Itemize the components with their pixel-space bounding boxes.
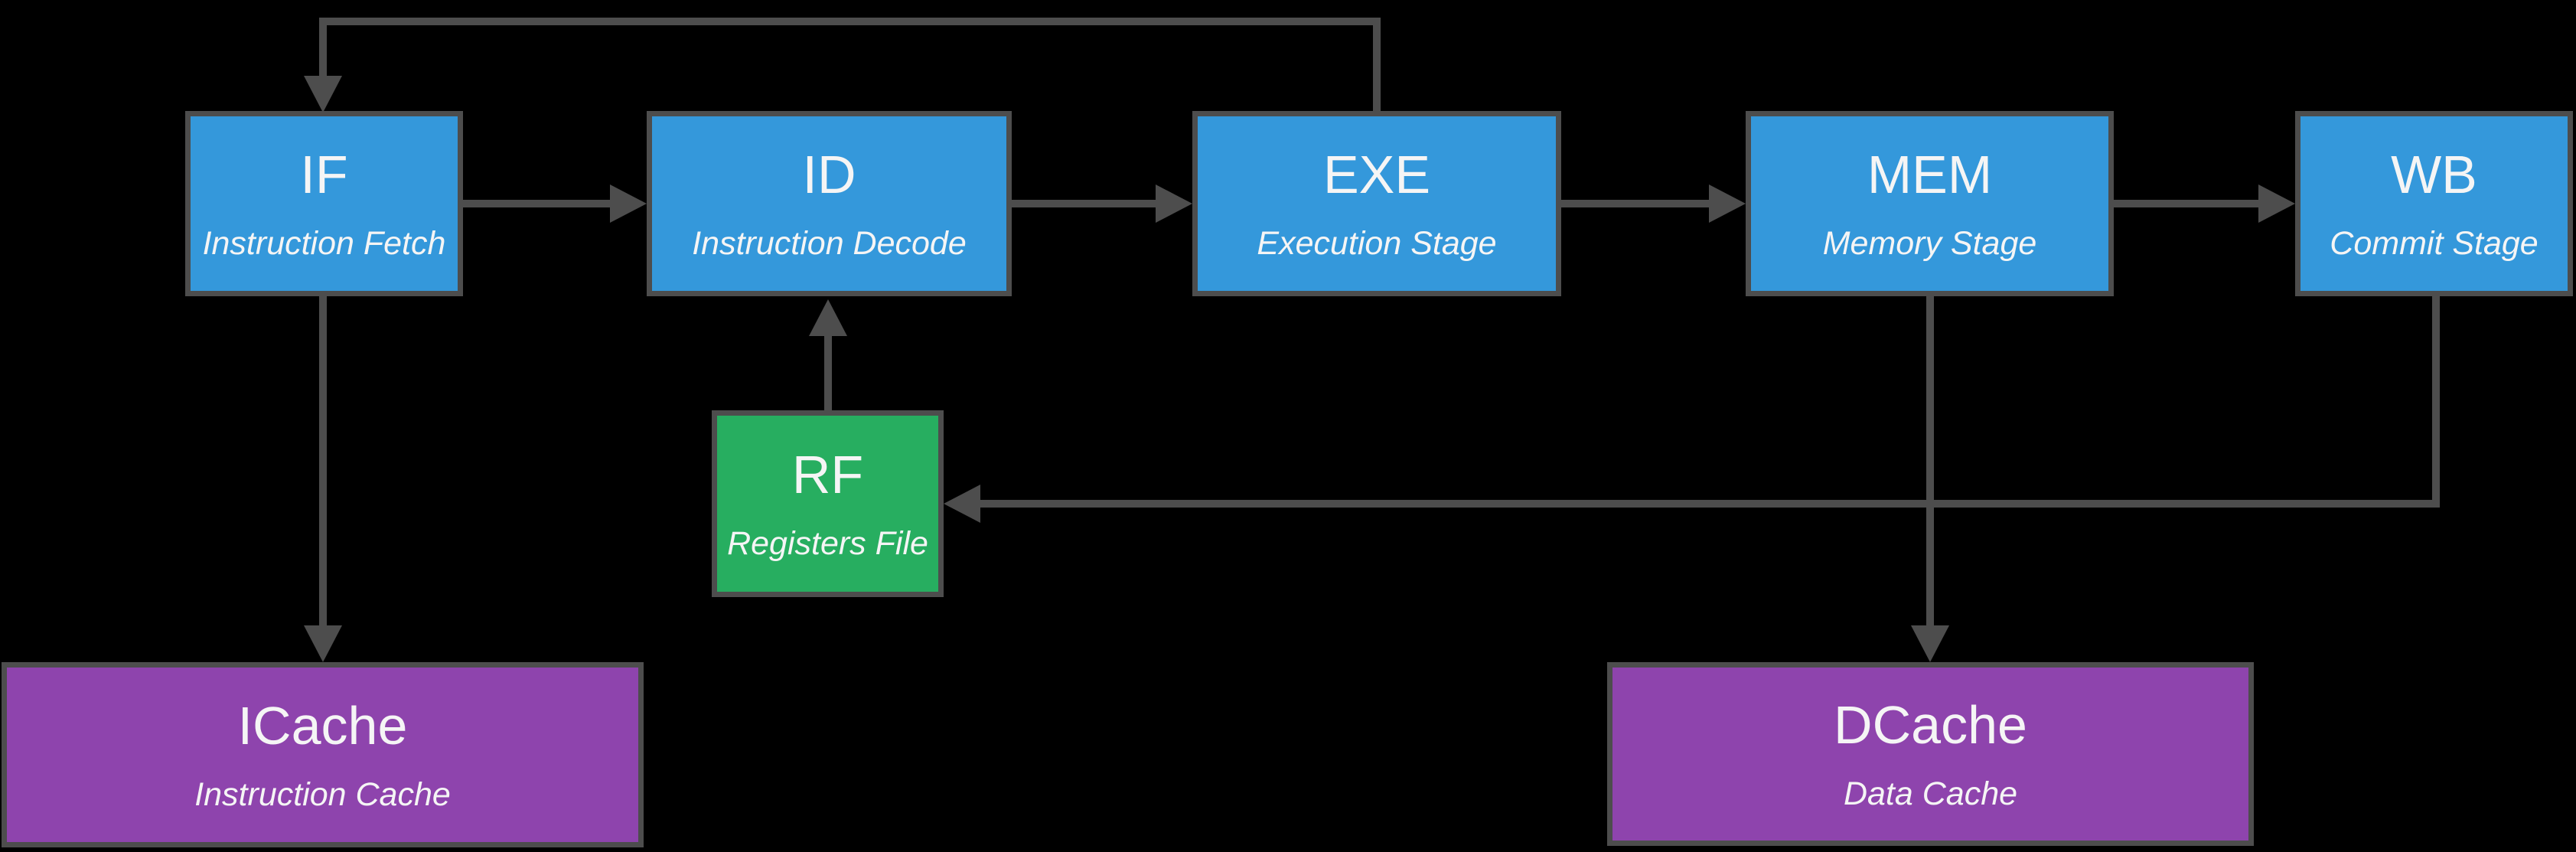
edge-if-to-id-arrowhead-icon bbox=[610, 184, 647, 223]
node-mem-subtitle: Memory Stage bbox=[1822, 224, 2037, 262]
node-id: ID Instruction Decode bbox=[647, 111, 1012, 296]
edge-mem-to-dcache-arrowhead-icon bbox=[1911, 625, 1949, 662]
node-exe: EXE Execution Stage bbox=[1192, 111, 1561, 296]
node-dcache-subtitle: Data Cache bbox=[1843, 775, 2018, 812]
edge-exe-to-if-up-leg bbox=[1373, 18, 1381, 111]
node-icache-subtitle: Instruction Cache bbox=[194, 775, 451, 813]
edge-if-to-icache-line bbox=[319, 296, 327, 627]
node-wb-title: WB bbox=[2391, 144, 2477, 204]
node-icache-title: ICache bbox=[237, 695, 408, 756]
node-icache: ICache Instruction Cache bbox=[2, 662, 644, 847]
edge-if-to-id-line bbox=[463, 200, 611, 207]
node-rf-subtitle: Registers File bbox=[727, 524, 928, 562]
edge-id-to-exe-arrowhead-icon bbox=[1156, 184, 1192, 223]
node-mem: MEM Memory Stage bbox=[1746, 111, 2114, 296]
edge-if-to-icache-arrowhead-icon bbox=[304, 625, 342, 662]
edge-exe-to-mem-arrowhead-icon bbox=[1709, 184, 1746, 223]
node-id-title: ID bbox=[802, 144, 856, 204]
node-exe-subtitle: Execution Stage bbox=[1257, 224, 1497, 262]
node-exe-title: EXE bbox=[1322, 144, 1431, 204]
edge-mem-to-wb-line bbox=[2114, 200, 2260, 207]
node-wb-subtitle: Commit Stage bbox=[2330, 224, 2539, 262]
edge-mem-to-wb-arrowhead-icon bbox=[2258, 184, 2295, 223]
edge-exe-to-if-arrowhead-icon bbox=[304, 76, 342, 113]
edge-exe-to-if-top-rail bbox=[319, 18, 1381, 25]
edge-rf-to-id-line bbox=[824, 334, 832, 410]
node-rf-title: RF bbox=[791, 444, 864, 504]
edge-wb-to-rf-down-leg bbox=[2432, 296, 2440, 508]
node-id-subtitle: Instruction Decode bbox=[692, 224, 967, 262]
edge-mem-to-dcache-line bbox=[1926, 296, 1934, 627]
edge-exe-to-if-down-leg bbox=[319, 18, 327, 76]
edge-exe-to-mem-line bbox=[1561, 200, 1710, 207]
edge-wb-to-rf-horizontal bbox=[977, 500, 2440, 508]
node-if-title: IF bbox=[300, 144, 348, 204]
node-dcache-title: DCache bbox=[1834, 694, 2027, 755]
node-mem-title: MEM bbox=[1867, 144, 1993, 204]
node-wb: WB Commit Stage bbox=[2295, 111, 2573, 296]
node-rf: RF Registers File bbox=[712, 410, 944, 597]
edge-wb-to-rf-arrowhead-icon bbox=[944, 485, 980, 523]
node-if-subtitle: Instruction Fetch bbox=[202, 224, 446, 262]
node-if: IF Instruction Fetch bbox=[185, 111, 463, 296]
node-dcache: DCache Data Cache bbox=[1607, 662, 2254, 846]
edge-rf-to-id-arrowhead-icon bbox=[809, 299, 847, 336]
edge-id-to-exe-line bbox=[1012, 200, 1157, 207]
